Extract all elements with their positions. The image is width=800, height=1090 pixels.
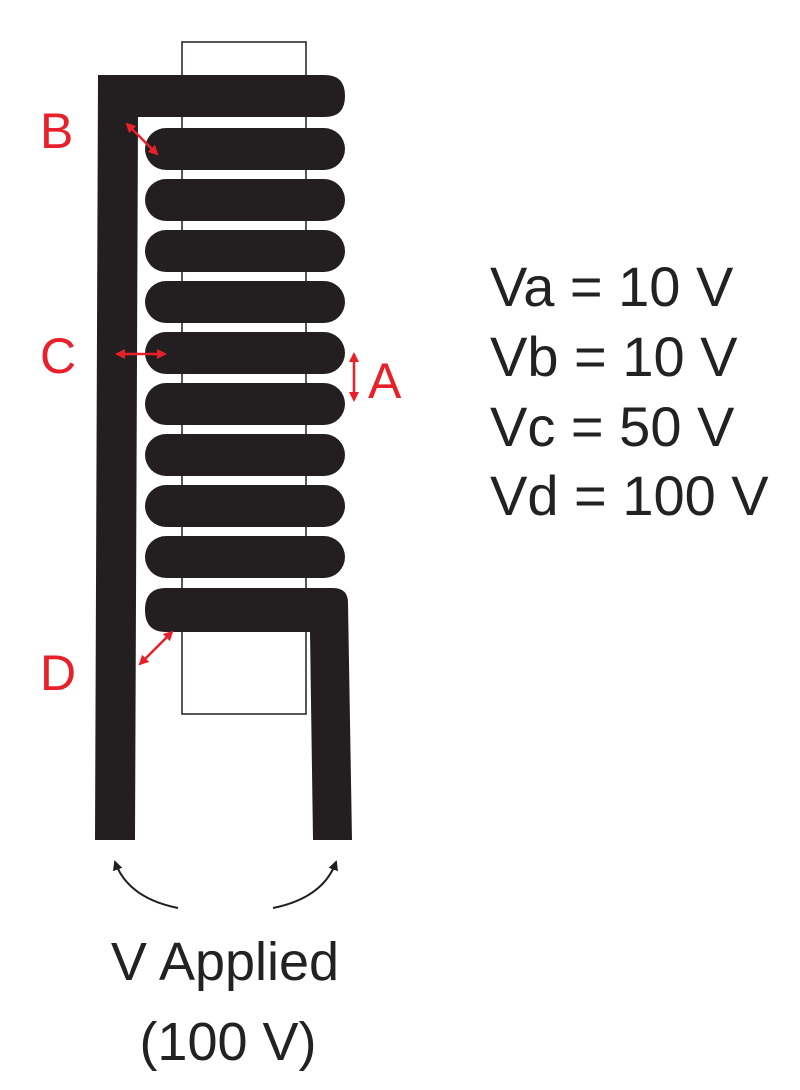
gap-label-b: B bbox=[40, 103, 73, 159]
coil-turn bbox=[145, 179, 345, 221]
coil-turn bbox=[145, 128, 345, 170]
applied-label-line1: V Applied bbox=[111, 932, 339, 992]
gap-b-arrow bbox=[125, 122, 159, 156]
gap-label-c: C bbox=[40, 328, 76, 384]
coil-turn bbox=[145, 383, 345, 425]
applied-label-line2: (100 V) bbox=[139, 1012, 316, 1072]
left-lead-wire bbox=[95, 75, 345, 840]
coil-turns bbox=[145, 128, 345, 578]
gap-label-a: A bbox=[368, 353, 402, 409]
coil-turn bbox=[145, 281, 345, 323]
applied-arrow-left bbox=[113, 860, 179, 909]
coil-turn bbox=[145, 230, 345, 272]
coil-turn bbox=[145, 434, 345, 476]
coil-turn bbox=[145, 332, 345, 374]
voltage-c: Vc = 50 V bbox=[490, 395, 735, 458]
applied-arrow-right bbox=[272, 860, 338, 909]
gap-d-arrow bbox=[138, 630, 174, 666]
voltage-d: Vd = 100 V bbox=[490, 464, 769, 527]
coil-turn bbox=[145, 485, 345, 527]
coil-turn bbox=[145, 536, 345, 578]
right-lead-wire bbox=[145, 588, 352, 840]
voltage-b: Vb = 10 V bbox=[490, 325, 738, 388]
core-outline bbox=[181, 41, 307, 715]
gap-label-d: D bbox=[40, 645, 76, 701]
voltage-a: Va = 10 V bbox=[490, 255, 734, 318]
